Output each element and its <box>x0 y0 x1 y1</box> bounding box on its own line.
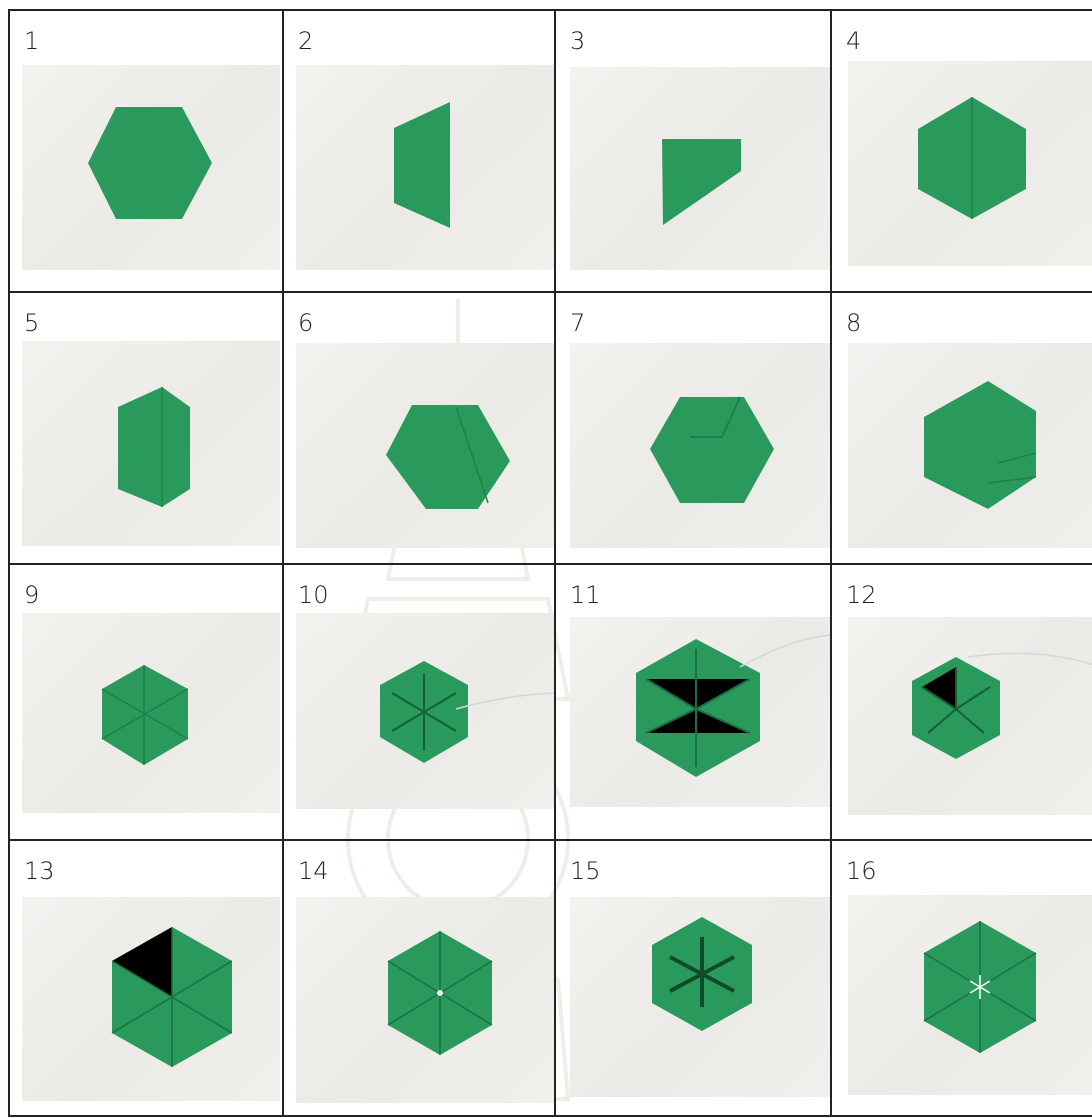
step-cell-3: 3 <box>554 9 830 291</box>
step-photo-3 <box>570 67 830 270</box>
step-photo-13 <box>22 897 280 1101</box>
step-number: 11 <box>570 581 601 609</box>
step-cell-11: 11 <box>554 563 830 839</box>
step-photo-10 <box>296 613 554 809</box>
step-photo-6 <box>296 343 554 548</box>
step-number: 9 <box>24 581 39 609</box>
step-photo-2 <box>296 65 554 270</box>
step-cell-6: 6 <box>282 291 554 563</box>
step-photo-11 <box>570 617 830 807</box>
step-number: 12 <box>846 581 877 609</box>
step-number: 4 <box>846 27 861 55</box>
step-number: 1 <box>24 27 39 55</box>
step-photo-7 <box>570 343 830 548</box>
step-photo-1 <box>22 65 280 270</box>
step-cell-9: 9 <box>8 563 282 839</box>
step-cell-8: 8 <box>830 291 1092 563</box>
step-cell-4: 4 <box>830 9 1092 291</box>
step-photo-16 <box>848 895 1092 1095</box>
step-cell-1: 1 <box>8 9 282 291</box>
step-cell-14: 14 <box>282 839 554 1117</box>
step-photo-8 <box>848 343 1092 548</box>
step-photo-15 <box>570 897 830 1097</box>
step-number: 5 <box>24 309 39 337</box>
step-cell-5: 5 <box>8 291 282 563</box>
step-number: 15 <box>570 857 601 885</box>
step-photo-9 <box>22 613 280 813</box>
step-number: 16 <box>846 857 877 885</box>
step-cell-13: 13 <box>8 839 282 1117</box>
step-cell-10: 10 <box>282 563 554 839</box>
step-number: 3 <box>570 27 585 55</box>
step-cell-16: 16 <box>830 839 1092 1117</box>
step-photo-4 <box>848 61 1092 266</box>
step-cell-2: 2 <box>282 9 554 291</box>
step-number: 14 <box>298 857 329 885</box>
step-number: 13 <box>24 857 55 885</box>
step-number: 7 <box>570 309 585 337</box>
step-cell-12: 12 <box>830 563 1092 839</box>
step-photo-5 <box>22 341 280 546</box>
step-number: 8 <box>846 309 861 337</box>
step-photo-12 <box>848 617 1092 815</box>
step-cell-7: 7 <box>554 291 830 563</box>
step-number: 10 <box>298 581 329 609</box>
step-number: 2 <box>298 27 313 55</box>
step-cell-15: 15 <box>554 839 830 1117</box>
step-photo-14 <box>296 897 554 1103</box>
step-number: 6 <box>298 309 313 337</box>
steps-table: 1 2 3 4 5 6 7 <box>8 9 1092 1117</box>
